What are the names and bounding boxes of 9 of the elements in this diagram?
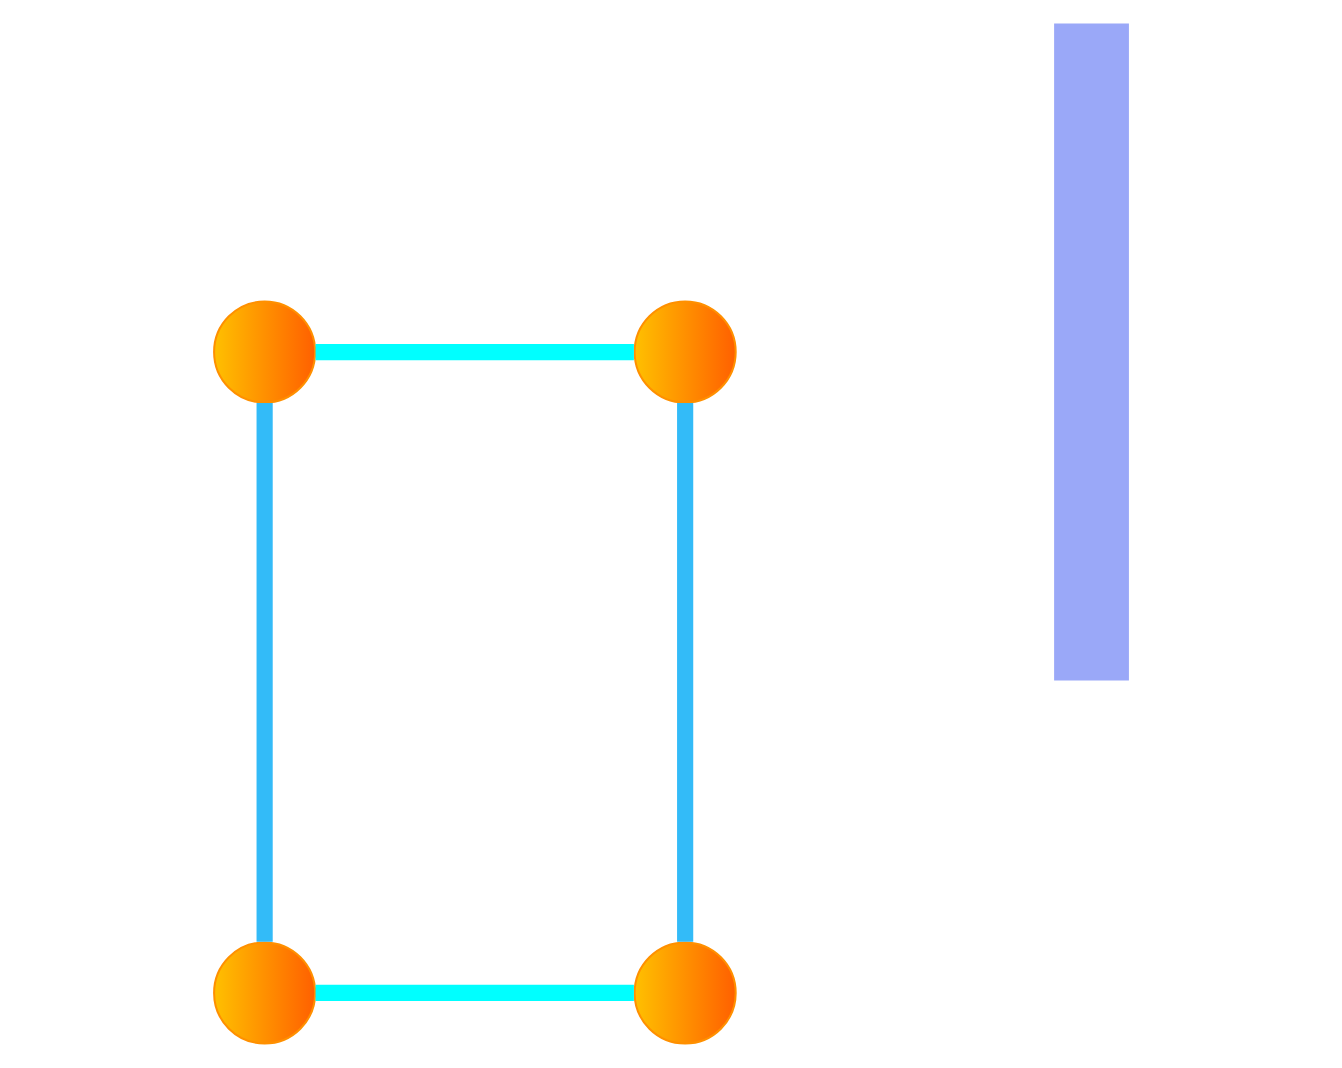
- connector: [315, 984, 634, 1001]
- connector: [677, 402, 694, 942]
- node-circle: [213, 941, 317, 1045]
- connector: [315, 343, 634, 361]
- node-bar: [1054, 23, 1129, 681]
- node-circle: [633, 300, 737, 404]
- node-circle: [213, 300, 317, 404]
- connector: [256, 402, 273, 942]
- node-circle: [633, 941, 737, 1045]
